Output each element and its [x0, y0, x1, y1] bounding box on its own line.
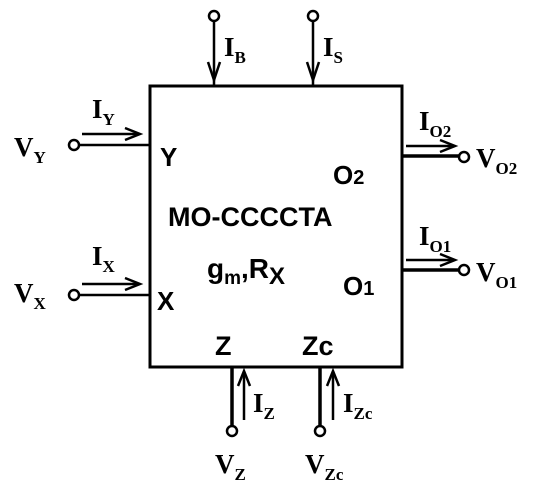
is-terminal — [306, 9, 320, 23]
ix-arrow-head — [124, 276, 144, 292]
port-y-label: Y — [160, 142, 177, 172]
is-arrow — [305, 61, 321, 84]
vzc-label: VZc — [305, 449, 344, 484]
vy-terminal — [67, 138, 81, 152]
vy-label: VY — [14, 132, 46, 167]
vx-terminal — [67, 288, 81, 302]
port-z-label: Z — [215, 331, 232, 361]
mo-ccccta-block — [148, 84, 404, 369]
ib-label: IB — [224, 32, 246, 67]
port-zc-label: Zc — [302, 331, 334, 361]
io2-label: IO2 — [419, 106, 451, 141]
is-label: IS — [323, 32, 343, 67]
izc-arrow-head — [325, 367, 341, 387]
ib-arrow — [206, 61, 222, 84]
ib-terminal — [207, 9, 221, 23]
vo2-label: VO2 — [476, 143, 517, 178]
io1-label: IO1 — [419, 221, 451, 256]
iy-label: IY — [92, 94, 115, 129]
vzc-terminal — [313, 424, 327, 438]
vo1-label: VO1 — [476, 257, 517, 292]
block-params: gm,RX — [207, 253, 285, 290]
izc-label: IZc — [343, 388, 373, 423]
block-name: MO-CCCCTA — [168, 202, 332, 232]
ix-label: IX — [92, 241, 116, 276]
port-o1-label: O1 — [343, 271, 374, 301]
vz-label: VZ — [215, 449, 246, 484]
vo1-terminal — [457, 263, 471, 277]
io2-arrow-head — [439, 138, 459, 154]
vz-terminal — [225, 424, 239, 438]
vo2-terminal — [457, 150, 471, 164]
iz-arrow-head — [236, 367, 252, 387]
port-x-label: X — [157, 286, 175, 316]
iy-arrow-head — [124, 126, 144, 142]
io1-arrow-head — [439, 252, 459, 268]
iz-label: IZ — [253, 388, 275, 423]
vx-label: VX — [14, 278, 47, 313]
port-o2-label: O2 — [333, 160, 364, 190]
